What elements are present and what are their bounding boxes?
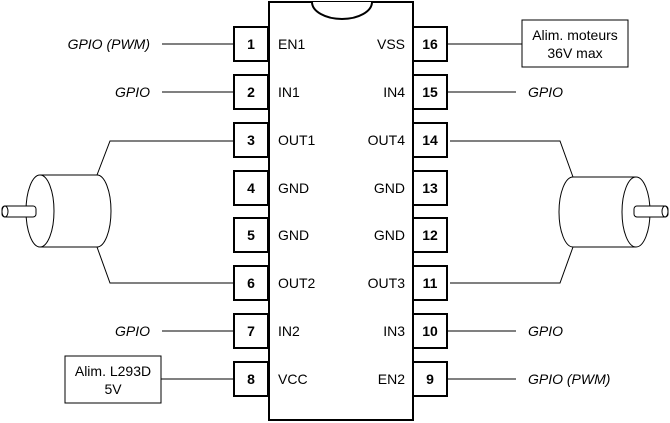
pin-6-number: 6 xyxy=(247,275,255,291)
pin-8-box xyxy=(233,361,269,397)
pin-5-name: GND xyxy=(278,227,309,243)
pin-7-box xyxy=(233,313,269,349)
pin-1-number: 1 xyxy=(247,36,255,52)
pin-5-number: 5 xyxy=(247,227,255,243)
pin-10-number: 10 xyxy=(422,323,438,339)
pin-10-box xyxy=(412,313,448,349)
left-motor xyxy=(1,174,112,248)
pin-5-box xyxy=(233,217,269,253)
motor-wires xyxy=(96,140,574,284)
pin-16-name: VSS xyxy=(377,36,405,52)
motor-supply-line2: 36V max xyxy=(547,45,602,61)
pin-2-number: 2 xyxy=(247,84,255,100)
pin-1-name: EN1 xyxy=(278,36,305,52)
pin-1-box xyxy=(233,26,269,62)
pin-4-box xyxy=(233,170,269,206)
pin-10-signal: GPIO xyxy=(528,323,563,339)
pin-2-name: IN1 xyxy=(278,84,300,100)
pin-12-number: 12 xyxy=(422,227,438,243)
pin-11-number: 11 xyxy=(423,275,438,291)
pin-8-name: VCC xyxy=(278,371,308,387)
right-motor xyxy=(558,176,669,248)
pin-14-number: 14 xyxy=(422,132,438,148)
pin-8-number: 8 xyxy=(247,371,255,387)
pin-13-name: GND xyxy=(374,180,405,196)
pin-2-signal: GPIO xyxy=(115,84,150,100)
pin-9-signal: GPIO (PWM) xyxy=(528,371,610,387)
pin-11-box xyxy=(412,265,448,301)
logic-supply-line2: 5V xyxy=(104,381,122,397)
logic-supply-line1: Alim. L293D xyxy=(75,363,151,379)
pin-7-name: IN2 xyxy=(278,323,300,339)
motor-supply-line1: Alim. moteurs xyxy=(532,27,618,43)
pin-9-box xyxy=(412,361,448,397)
pin-16-box xyxy=(412,26,448,62)
pin-13-number: 13 xyxy=(422,180,438,196)
pin-1-signal: GPIO (PWM) xyxy=(68,36,150,52)
pin-3-box xyxy=(233,122,269,158)
motor-supply-box: Alim. moteurs 36V max xyxy=(521,19,629,68)
pin-7-signal: GPIO xyxy=(115,323,150,339)
pin-9-number: 9 xyxy=(426,371,434,387)
pin-12-name: GND xyxy=(374,227,405,243)
chip-body xyxy=(268,1,414,421)
pin-14-name: OUT4 xyxy=(368,132,406,148)
pin-16-number: 16 xyxy=(422,36,438,52)
pin-11-name: OUT3 xyxy=(368,275,406,291)
pin-14-box xyxy=(412,122,448,158)
pin-6-name: OUT2 xyxy=(278,275,316,291)
logic-supply-box: Alim. L293D 5V xyxy=(64,355,162,404)
pin-9-name: EN2 xyxy=(378,371,405,387)
pin-15-signal: GPIO xyxy=(528,84,563,100)
pin-4-number: 4 xyxy=(247,180,255,196)
pin-4-name: GND xyxy=(278,180,309,196)
pin-10-name: IN3 xyxy=(383,323,405,339)
pin-15-number: 15 xyxy=(422,84,438,100)
pin-2-box xyxy=(233,74,269,110)
pin-12-box xyxy=(412,217,448,253)
pin-3-number: 3 xyxy=(247,132,255,148)
pin-13-box xyxy=(412,170,448,206)
chip-notch xyxy=(311,1,373,20)
pin-7-number: 7 xyxy=(247,323,255,339)
pin-6-box xyxy=(233,265,269,301)
pin-3-name: OUT1 xyxy=(278,132,316,148)
pin-15-box xyxy=(412,74,448,110)
pin-15-name: IN4 xyxy=(383,84,405,100)
